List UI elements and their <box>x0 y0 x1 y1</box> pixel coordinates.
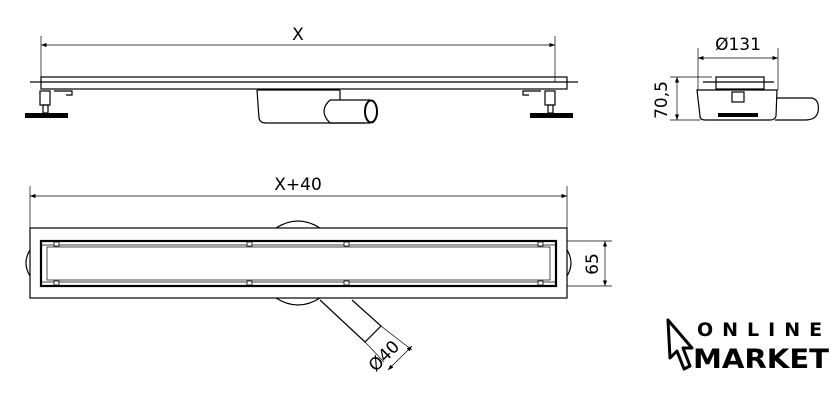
cursor-icon <box>666 318 694 371</box>
outlet-pipe-plan <box>319 299 382 343</box>
width-label: 65 <box>583 253 603 275</box>
height-label: 70,5 <box>652 81 672 119</box>
side-view: X <box>25 25 578 124</box>
leveling-foot-right <box>522 90 573 118</box>
dimension-x40-label: X+40 <box>274 175 322 195</box>
pipe-diameter-label: Ø40 <box>365 337 404 376</box>
drain-cross-section <box>696 89 778 121</box>
logo-text-market: MARKET <box>693 344 830 375</box>
diameter-131-label: Ø131 <box>715 35 761 55</box>
online-market-logo: ONLINE MARKET <box>666 318 831 375</box>
drain-circle-top <box>275 220 321 229</box>
dimension-x-label: X <box>292 25 304 45</box>
drain-body <box>256 89 365 124</box>
outlet-pipe <box>323 99 370 124</box>
logo-text-online: ONLINE <box>697 319 831 341</box>
leveling-foot-left <box>25 90 73 118</box>
end-view: Ø131 70,5 <box>652 35 819 121</box>
plan-view: X+40 Ø40 65 <box>25 175 612 376</box>
channel-frame <box>29 227 568 299</box>
grate-plate <box>40 76 568 90</box>
grate-frame <box>39 239 558 288</box>
